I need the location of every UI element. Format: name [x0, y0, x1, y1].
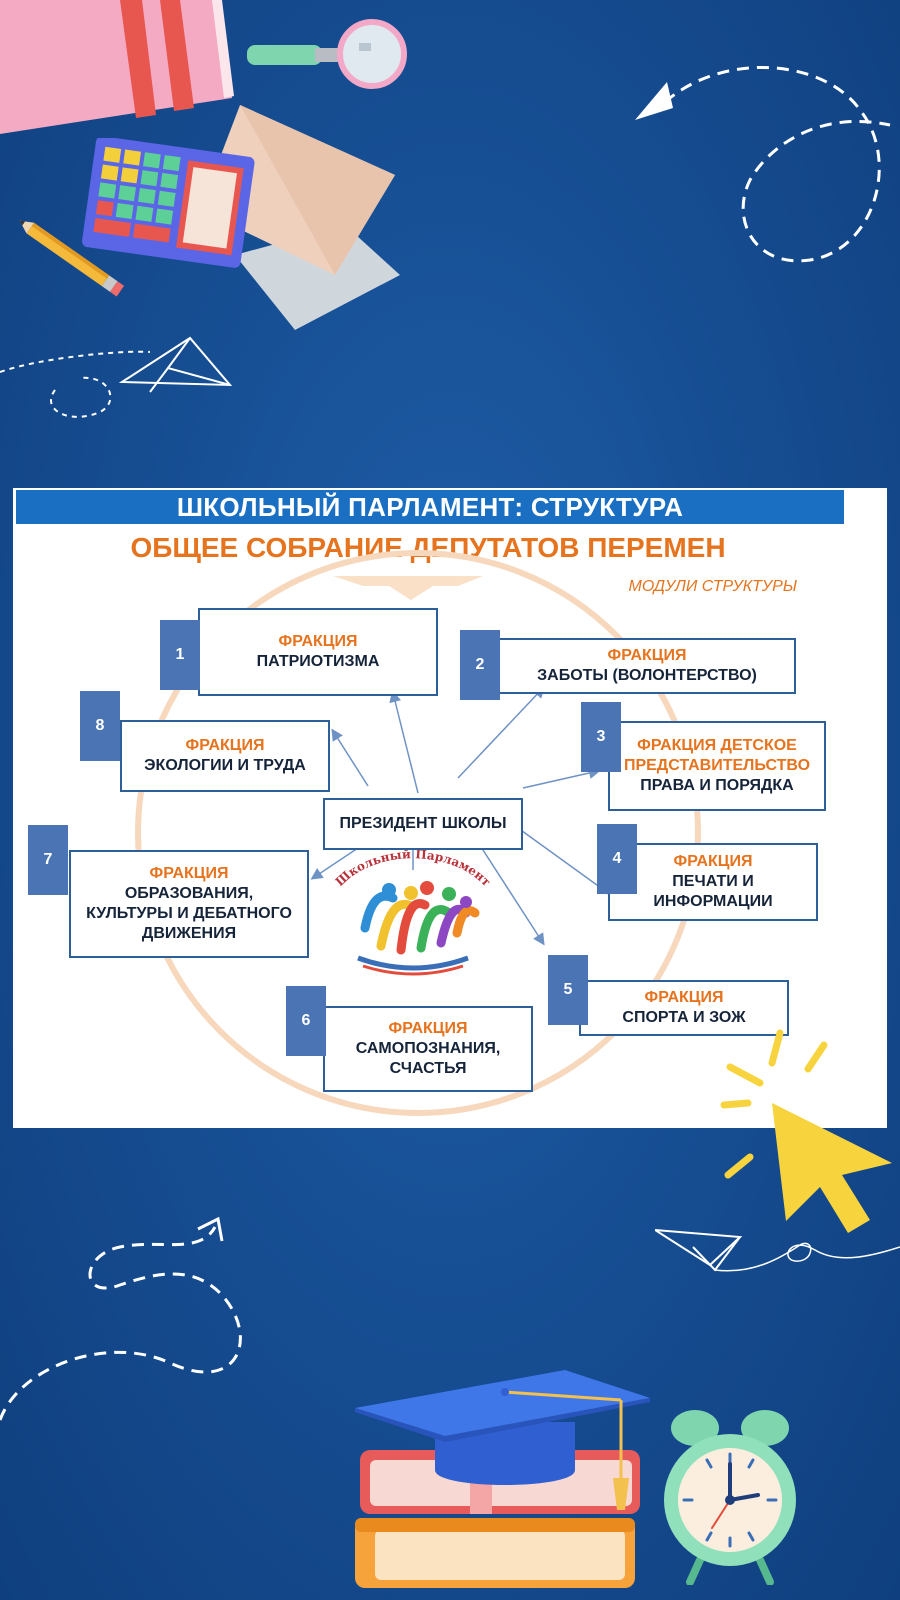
- faction-6-line-3: СЧАСТЬЯ: [389, 1060, 467, 1077]
- dashed-arrow-icon: [635, 66, 891, 263]
- diagram-header: ШКОЛЬНЫЙ ПАРЛАМЕНТ: СТРУКТУРА: [16, 490, 844, 524]
- faction-6-line-1: ФРАКЦИЯ: [388, 1020, 468, 1037]
- faction-5-badge: 5: [548, 955, 588, 1025]
- notebook-icon: [0, 0, 234, 134]
- pencil-icon: [19, 220, 125, 297]
- faction-box-4: ФРАКЦИЯ ПЕЧАТИ И ИНФОРМАЦИИ: [608, 843, 818, 921]
- faction-3-line-2: ПРЕДСТАВИТЕЛЬСТВО: [623, 757, 811, 774]
- magnifier-icon: [247, 19, 407, 89]
- calculator-icon: [82, 138, 255, 268]
- faction-6-line-2: САМОПОЗНАНИЯ,: [355, 1040, 501, 1057]
- connector-layer: Школьный Парламент: [135, 550, 701, 1116]
- faction-8-line-1: ФРАКЦИЯ: [185, 737, 265, 754]
- paper-plane-icon: [0, 336, 233, 418]
- cursor-icon: [720, 1029, 892, 1233]
- faction-box-1: ФРАКЦИЯ ПАТРИОТИЗМА: [198, 608, 438, 696]
- structure-ring: [135, 550, 701, 1116]
- faction-box-6: ФРАКЦИЯ САМОПОЗНАНИЯ, СЧАСТЬЯ: [323, 1006, 533, 1092]
- faction-3-line-3: ПРАВА И ПОРЯДКА: [640, 777, 794, 794]
- faction-1-line-1: ФРАКЦИЯ: [278, 633, 358, 650]
- faction-2-line-1: ФРАКЦИЯ: [607, 647, 687, 664]
- faction-8-line-2: ЭКОЛОГИИ И ТРУДА: [144, 757, 306, 774]
- faction-7-line-2: ОБРАЗОВАНИЯ,: [124, 885, 254, 902]
- faction-box-5: ФРАКЦИЯ СПОРТА И ЗОЖ: [579, 980, 789, 1036]
- faction-2-line-2: ЗАБОТЫ (ВОЛОНТЕРСТВО): [537, 667, 757, 684]
- faction-box-3: ФРАКЦИЯ ДЕТСКОЕ ПРЕДСТАВИТЕЛЬСТВО ПРАВА …: [608, 721, 826, 811]
- paper-plane-icon: [655, 1229, 900, 1272]
- connector-1: [389, 690, 419, 794]
- faction-8-badge: 8: [80, 691, 120, 761]
- connector-3: [522, 767, 601, 789]
- modules-label: МОДУЛИ СТРУКТУРЫ: [628, 578, 797, 595]
- dashed-arrow-icon: [0, 1216, 242, 1421]
- alarm-clock-icon: [664, 1410, 796, 1585]
- faction-7-badge: 7: [28, 825, 68, 895]
- diagram-card: ШКОЛЬНЫЙ ПАРЛАМЕНТ: СТРУКТУРА ОБЩЕЕ СОБР…: [13, 488, 887, 1128]
- faction-7-line-1: ФРАКЦИЯ: [149, 865, 229, 882]
- faction-1-line-2: ПАТРИОТИЗМА: [256, 653, 380, 670]
- faction-7-line-3: КУЛЬТУРЫ И ДЕБАТНОГО: [86, 905, 292, 922]
- connector-8: [331, 728, 369, 787]
- faction-4-line-1: ФРАКЦИЯ: [673, 853, 753, 870]
- faction-6-badge: 6: [286, 986, 326, 1056]
- graduation-cap-icon: [355, 1370, 650, 1510]
- faction-4-line-2: ПЕЧАТИ И: [672, 873, 754, 890]
- faction-3-badge: 3: [581, 702, 621, 772]
- faction-4-line-3: ИНФОРМАЦИИ: [653, 893, 773, 910]
- faction-1-badge: 1: [160, 620, 200, 690]
- faction-2-badge: 2: [460, 630, 500, 700]
- faction-5-line-2: СПОРТА И ЗОЖ: [622, 1009, 746, 1026]
- faction-7-line-4: ДВИЖЕНИЯ: [141, 925, 237, 942]
- connector-4: [517, 827, 611, 895]
- connector-2: [457, 685, 546, 779]
- assembly-title: ОБЩЕЕ СОБРАНИЕ ДЕПУТАТОВ ПЕРЕМЕН: [130, 532, 726, 563]
- envelope-icon: [200, 105, 400, 330]
- faction-box-8: ФРАКЦИЯ ЭКОЛОГИИ И ТРУДА: [120, 720, 330, 792]
- assembly-arrow: [333, 576, 483, 600]
- faction-4-badge: 4: [597, 824, 637, 894]
- faction-5-line-1: ФРАКЦИЯ: [644, 989, 724, 1006]
- faction-3-line-1: ФРАКЦИЯ ДЕТСКОЕ: [637, 737, 797, 754]
- connector-5: [482, 849, 545, 946]
- faction-box-7: ФРАКЦИЯ ОБРАЗОВАНИЯ, КУЛЬТУРЫ И ДЕБАТНОГ…: [69, 850, 309, 958]
- faction-box-2: ФРАКЦИЯ ЗАБОТЫ (ВОЛОНТЕРСТВО): [498, 638, 796, 694]
- president-box: ПРЕЗИДЕНТ ШКОЛЫ: [323, 798, 523, 850]
